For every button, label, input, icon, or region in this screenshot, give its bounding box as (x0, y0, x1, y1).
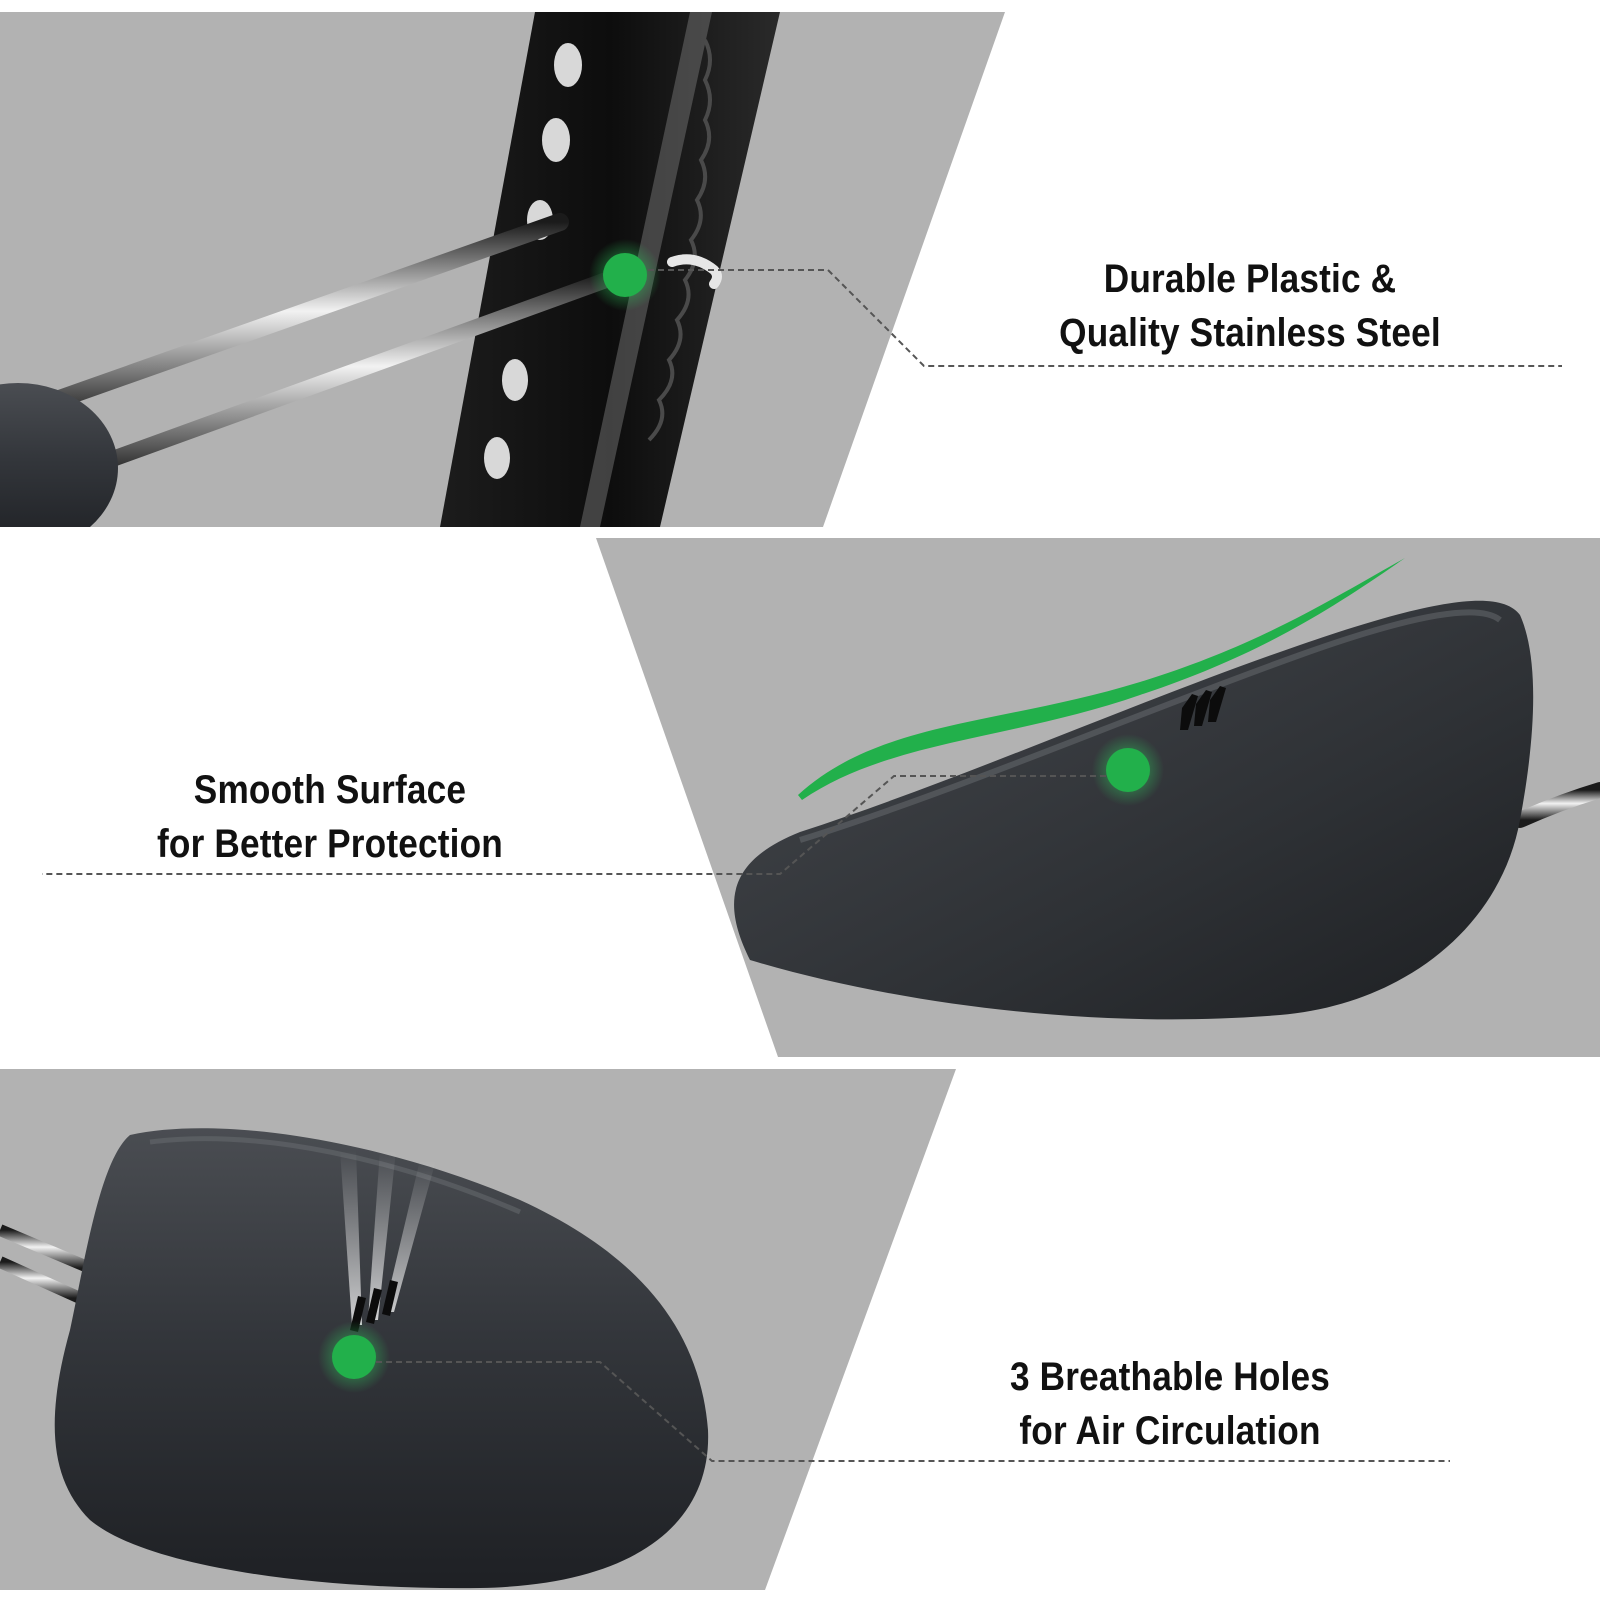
air-mist (340, 1150, 436, 1325)
feature-label-line: for Air Circulation (1019, 1409, 1321, 1453)
feature-label-line: Smooth Surface (193, 768, 467, 812)
vent-slots (1180, 686, 1226, 730)
steel-rod-lower (52, 267, 628, 486)
callout-line-2 (42, 775, 1106, 875)
strip-notches (647, 39, 712, 442)
panel-breathable-detail (0, 1069, 1450, 1590)
steel-rod-upper (0, 213, 569, 429)
steel-rod-upper (0, 1224, 93, 1274)
highlight-dot (332, 1335, 376, 1379)
heel-cup (0, 383, 118, 527)
feature-label-line: Quality Stainless Steel (1059, 311, 1441, 355)
panel-steel-detail (0, 12, 1562, 527)
feature-label-material: Durable Plastic & Quality Stainless Stee… (1048, 252, 1453, 360)
feature-label-breathable: 3 Breathable Holes for Air Circulation (994, 1350, 1346, 1458)
feature-label-line: Durable Plastic & (1103, 257, 1397, 301)
panel-surface-detail (42, 538, 1600, 1057)
highlight-dot (1106, 748, 1150, 792)
toe-piece (734, 600, 1534, 1020)
steel-rod-lower (0, 1256, 83, 1304)
toe-piece-sheen (149, 1136, 521, 1215)
feature-label-surface: Smooth Surface for Better Protection (136, 763, 523, 871)
feature-label-line: for Better Protection (157, 822, 503, 866)
feature-label-line: 3 Breathable Holes (1009, 1355, 1331, 1399)
highlight-dot (603, 253, 647, 297)
callout-line-3 (376, 1361, 1450, 1462)
steel-rod-side (1512, 782, 1600, 828)
toe-piece-sheen (799, 609, 1502, 843)
callout-line-1 (648, 269, 1562, 367)
contour-swoosh (798, 558, 1405, 800)
